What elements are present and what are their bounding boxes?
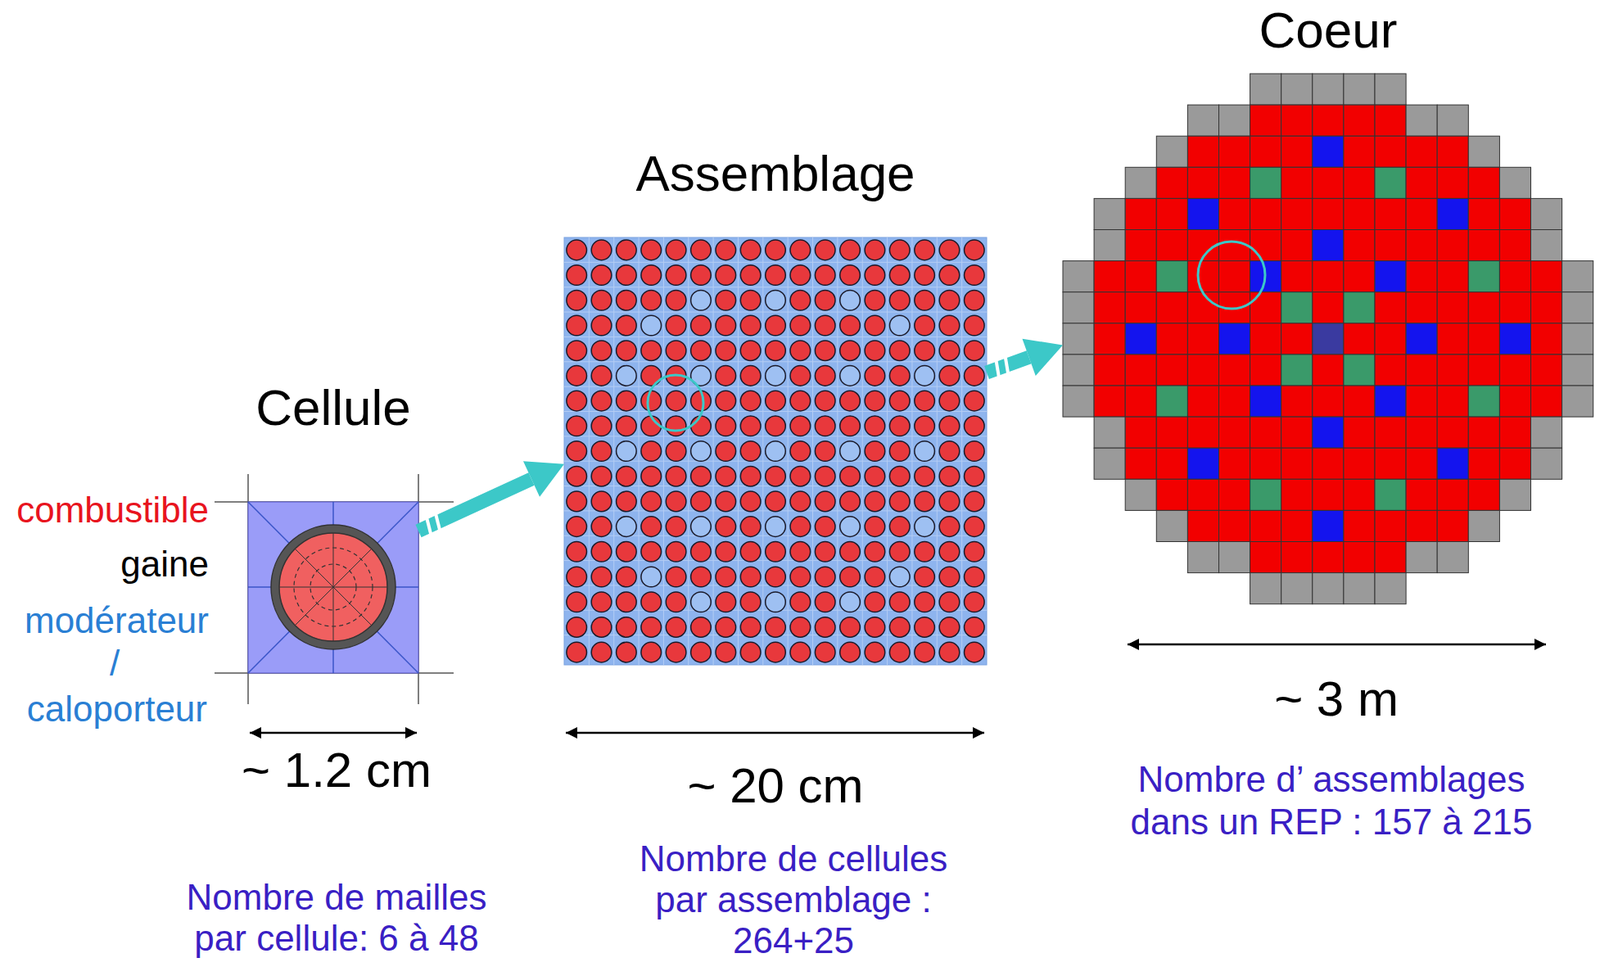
arrow-shaft <box>418 479 532 531</box>
assembly-drawing <box>564 237 987 665</box>
arrow-head <box>523 461 565 498</box>
part-label: gaine <box>120 542 209 587</box>
cell-drawing <box>214 474 454 705</box>
highlight-circle <box>1197 241 1266 309</box>
dimension-line <box>1127 643 1546 647</box>
illustration-panel: Cellule <box>248 501 419 674</box>
break-mark <box>426 517 432 536</box>
core-drawing <box>1062 73 1594 605</box>
zoom-arrow <box>986 338 1063 378</box>
illustration-panel: Coeur <box>1062 73 1594 603</box>
break-mark <box>995 359 999 378</box>
break-mark <box>435 513 441 532</box>
part-label: / <box>109 641 120 686</box>
part-label: modérateur <box>24 599 209 643</box>
section-title: Coeur <box>1259 4 1398 56</box>
dimension-line <box>249 732 417 735</box>
note: Nombre de cellules par assemblage : 264+… <box>621 838 966 962</box>
dimension-label: ~ 20 cm <box>687 756 864 816</box>
break-mark <box>1005 356 1009 375</box>
arrow-head <box>1021 338 1063 376</box>
zoom-arrow <box>418 461 565 535</box>
part-label: combustible <box>16 488 209 533</box>
illustration-panel: Assemblage <box>564 237 987 665</box>
dimension-label: ~ 3 m <box>1274 669 1399 729</box>
note: Nombre de mailles par cellule: 6 à 48 <box>172 876 501 959</box>
dimension-label: ~ 1.2 cm <box>241 741 432 800</box>
dimension-line <box>565 732 985 735</box>
part-label: caloporteur <box>27 687 208 732</box>
note: Nombre d’ assemblages dans un REP : 157 … <box>1114 758 1549 844</box>
section-title: Cellule <box>255 382 412 434</box>
highlight-circle <box>647 375 704 431</box>
section-title: Assemblage <box>635 148 915 199</box>
